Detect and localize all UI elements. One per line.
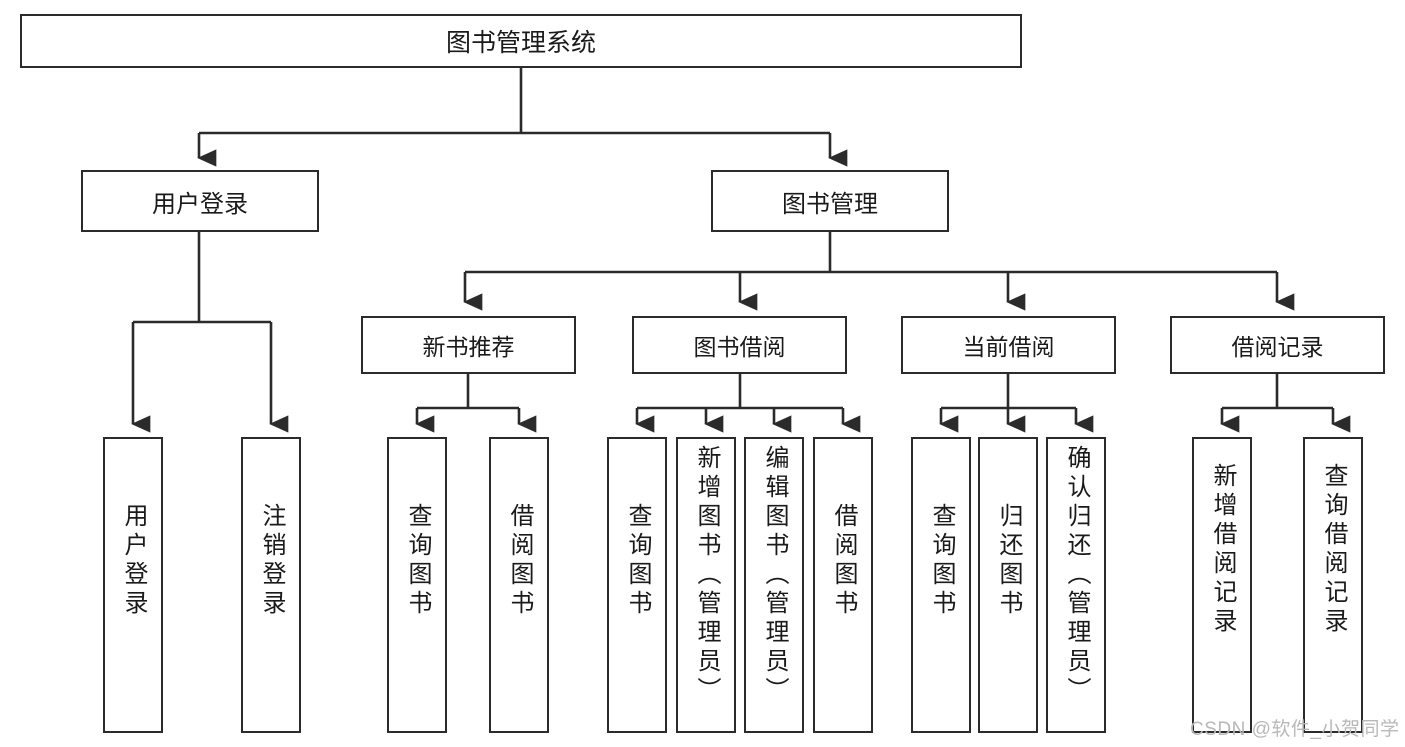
leaf-return-book[interactable]: 归还图书 [978,437,1038,733]
leaf-query-book-2-label: 查询图书 [624,503,651,619]
leaf-logout[interactable]: 注销登录 [241,437,301,733]
node-root[interactable]: 图书管理系统 [20,14,1022,68]
leaf-edit-book-admin[interactable]: 编辑图书（管理员） [744,437,804,733]
leaf-borrow-book-1-label: 借阅图书 [506,503,533,619]
leaf-add-record-label: 新增借阅记录 [1209,463,1236,637]
leaf-query-book-1[interactable]: 查询图书 [387,437,447,733]
leaf-confirm-return-admin-label: 确认归还（管理员） [1063,445,1090,706]
leaf-user-login-label: 用户登录 [120,503,147,619]
node-root-label: 图书管理系统 [445,29,596,57]
node-borrow-record[interactable]: 借阅记录 [1170,316,1385,374]
node-new-book-rec[interactable]: 新书推荐 [361,316,576,374]
leaf-query-record-label: 查询借阅记录 [1320,463,1347,637]
leaf-return-book-label: 归还图书 [995,503,1022,619]
leaf-query-book-1-label: 查询图书 [404,503,431,619]
node-book-borrow-label: 图书借阅 [693,334,786,360]
node-current-borrow[interactable]: 当前借阅 [901,316,1116,374]
leaf-add-record[interactable]: 新增借阅记录 [1192,437,1252,733]
leaf-edit-book-admin-label: 编辑图书（管理员） [761,445,788,706]
node-new-book-rec-label: 新书推荐 [422,334,515,360]
leaf-query-book-3-label: 查询图书 [928,503,955,619]
leaf-logout-label: 注销登录 [258,503,285,619]
leaf-query-book-2[interactable]: 查询图书 [607,437,667,733]
node-book-manage[interactable]: 图书管理 [711,170,949,232]
leaf-borrow-book-2-label: 借阅图书 [830,503,857,619]
leaf-add-book-admin[interactable]: 新增图书（管理员） [676,437,736,733]
leaf-borrow-book-1[interactable]: 借阅图书 [489,437,549,733]
node-borrow-record-label: 借阅记录 [1231,334,1324,360]
node-book-manage-label: 图书管理 [782,190,878,218]
leaf-user-login[interactable]: 用户登录 [103,437,163,733]
watermark: CSDN @软件_小贺同学 [1190,719,1400,740]
leaf-borrow-book-2[interactable]: 借阅图书 [813,437,873,733]
node-current-borrow-label: 当前借阅 [962,334,1055,360]
leaf-add-book-admin-label: 新增图书（管理员） [693,445,720,706]
leaf-query-record[interactable]: 查询借阅记录 [1303,437,1363,733]
node-user-login[interactable]: 用户登录 [81,170,319,232]
leaf-confirm-return-admin[interactable]: 确认归还（管理员） [1046,437,1106,733]
leaf-query-book-3[interactable]: 查询图书 [911,437,971,733]
node-book-borrow[interactable]: 图书借阅 [632,316,847,374]
node-user-login-label: 用户登录 [152,190,248,218]
